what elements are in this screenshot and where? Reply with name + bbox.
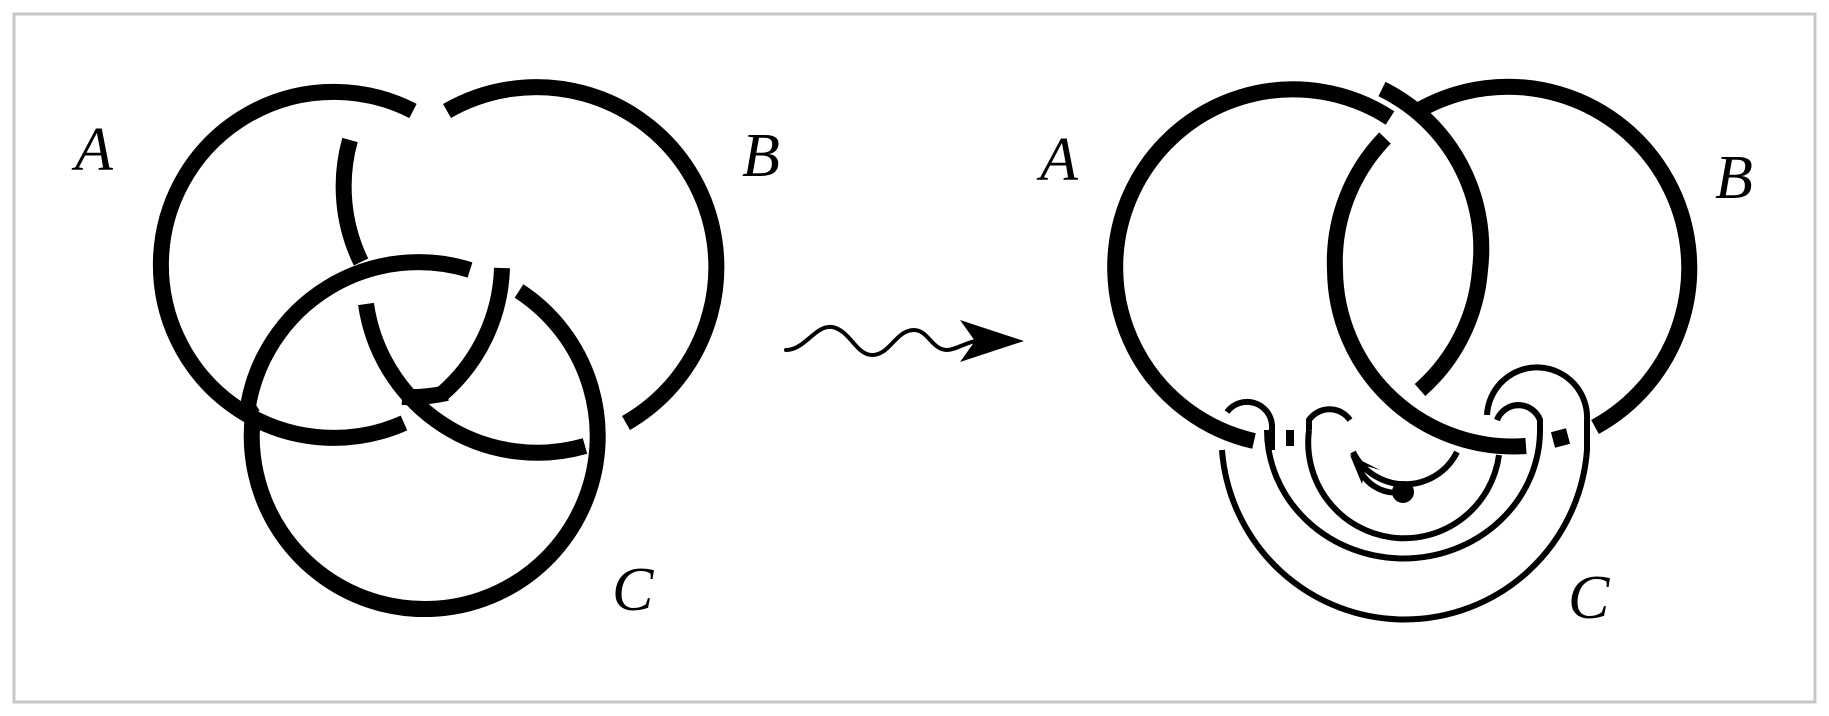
right-hook-mid — [1306, 406, 1353, 430]
left-ring-c — [238, 284, 606, 618]
right-bar-2 — [1550, 428, 1571, 448]
left-ring-c-inner — [240, 254, 473, 408]
left-ring-a-inner — [437, 267, 510, 400]
left-label-b: B — [742, 122, 780, 190]
right-label-a: A — [1036, 126, 1079, 194]
left-label-a: A — [71, 116, 114, 184]
right-ring-a — [1107, 81, 1395, 449]
right-ring-b-inner — [1378, 81, 1490, 397]
right-label-c: C — [1568, 564, 1610, 632]
left-borromean-rings — [152, 79, 725, 618]
right-ring-a-inner — [1326, 132, 1527, 455]
figure-frame — [12, 12, 1817, 704]
right-arrowhead — [1350, 455, 1380, 484]
right-hook-right — [1494, 402, 1543, 422]
left-ring-b — [335, 79, 725, 430]
right-band-inner — [1305, 429, 1502, 542]
right-ring-b — [1417, 78, 1698, 435]
right-hook-left — [1224, 398, 1275, 450]
right-label-b: B — [1715, 144, 1753, 212]
right-diagram — [1107, 78, 1698, 623]
right-band-outer — [1219, 364, 1591, 623]
left-label-c: C — [612, 556, 654, 624]
wavy-arrow-icon — [784, 320, 1024, 362]
